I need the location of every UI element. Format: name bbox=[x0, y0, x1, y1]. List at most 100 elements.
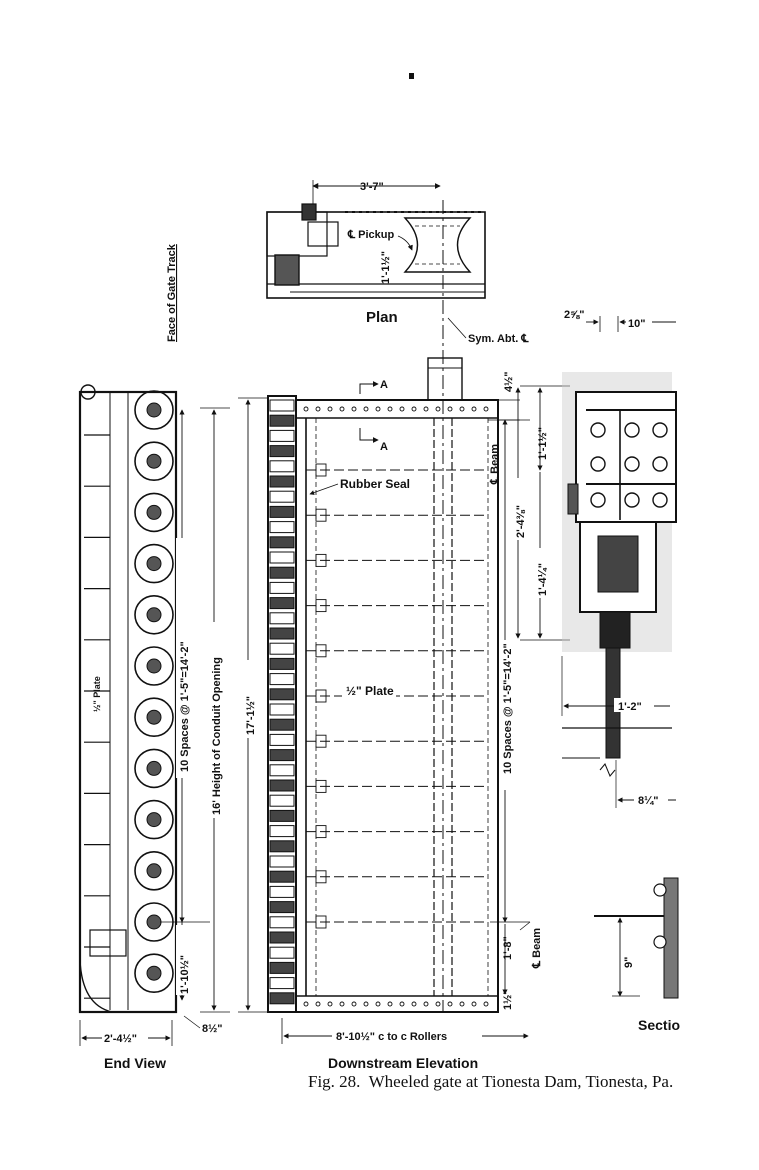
section-bolt bbox=[624, 492, 640, 508]
elevation-top-bolt bbox=[423, 406, 429, 412]
section-mark-bottom: A bbox=[380, 441, 388, 453]
figure-caption: Fig. 28. Wheeled gate at Tionesta Dam, T… bbox=[308, 1072, 748, 1092]
elevation-beam-clip bbox=[315, 644, 327, 658]
section-title: Sectio bbox=[638, 1017, 680, 1033]
elevation-roller-link bbox=[269, 840, 295, 853]
elevation-top-bolt bbox=[315, 406, 321, 412]
elevation-roller-link bbox=[269, 657, 295, 670]
section-bolt bbox=[590, 422, 606, 438]
end-view-plate-note: ½" Plate bbox=[92, 676, 102, 712]
elevation-bottom-bolt bbox=[303, 1001, 309, 1007]
elevation-bottom-bolt bbox=[363, 1001, 369, 1007]
figure-number: Fig. 28. bbox=[308, 1072, 361, 1091]
elevation-dim-4: 1'-8" bbox=[502, 936, 514, 960]
elevation-roller-chain bbox=[269, 399, 295, 1005]
elevation-beam-top: ℄ Beam bbox=[489, 444, 501, 485]
section-bolt bbox=[624, 456, 640, 472]
elevation-roller-link bbox=[269, 764, 295, 777]
elevation-top-bolt bbox=[339, 406, 345, 412]
elevation-roller-link bbox=[269, 429, 295, 442]
end-view-wheel bbox=[134, 953, 174, 994]
elevation-bottom-bolt bbox=[351, 1001, 357, 1007]
elevation-roller-link bbox=[269, 445, 295, 458]
total-height-dim: 17'-1½" bbox=[245, 696, 257, 735]
end-view-wheel-hub bbox=[146, 453, 162, 469]
elevation-roller-link bbox=[269, 779, 295, 792]
section-bolt bbox=[624, 422, 640, 438]
elevation-top-bolt bbox=[447, 406, 453, 412]
elevation-bottom-bolt bbox=[375, 1001, 381, 1007]
end-view-wheel bbox=[134, 697, 174, 738]
elevation-roller-link bbox=[269, 551, 295, 564]
elevation-plate-label: ½" Plate bbox=[346, 684, 394, 698]
elevation-roller-link bbox=[269, 642, 295, 655]
elevation-top-bolt bbox=[387, 406, 393, 412]
section-bolt bbox=[590, 456, 606, 472]
elevation-beam-clip bbox=[315, 734, 327, 748]
plan-width-dim: 3'-7" bbox=[360, 181, 384, 193]
elevation-spacing-dim: 10 Spaces @ 1'-5"=14'-2" bbox=[502, 643, 514, 774]
section-bolts bbox=[590, 422, 668, 508]
section-bolt bbox=[590, 492, 606, 508]
elevation-roller-link bbox=[269, 901, 295, 914]
elevation-top-bolt bbox=[459, 406, 465, 412]
end-view-wheels bbox=[134, 390, 174, 994]
elevation-roller-link bbox=[269, 521, 295, 534]
elevation-bolts bbox=[303, 406, 489, 1007]
end-view-wheel bbox=[134, 594, 174, 635]
elevation-roller-link bbox=[269, 703, 295, 716]
section-dim-e: 9" bbox=[623, 957, 635, 968]
end-view-wheel-hub bbox=[146, 402, 162, 418]
elevation-roller-link bbox=[269, 749, 295, 762]
elevation-roller-link bbox=[269, 673, 295, 686]
elevation-top-bolt bbox=[483, 406, 489, 412]
section-mark-top: A bbox=[380, 379, 388, 391]
end-view-title: End View bbox=[104, 1055, 166, 1071]
elevation-bottom-bolt bbox=[411, 1001, 417, 1007]
elevation-bottom-bolt bbox=[315, 1001, 321, 1007]
downstream-elevation bbox=[267, 357, 499, 1013]
elevation-roller-link bbox=[269, 475, 295, 488]
elevation-top-bolt bbox=[411, 406, 417, 412]
elevation-dim-2: 2'-4⅜" bbox=[515, 505, 527, 538]
plan-view bbox=[266, 180, 486, 299]
elevation-roller-link bbox=[269, 581, 295, 594]
elevation-beam-clip bbox=[315, 508, 327, 522]
elevation-beam-clip bbox=[315, 689, 327, 703]
elevation-roller-link bbox=[269, 490, 295, 503]
elevation-top-bolt bbox=[351, 406, 357, 412]
end-view-ribs bbox=[84, 434, 110, 999]
elevation-roller-link bbox=[269, 961, 295, 974]
elevation-beam-clip bbox=[315, 779, 327, 793]
elevation-roller-link bbox=[269, 916, 295, 929]
elevation-roller-link bbox=[269, 855, 295, 868]
end-view-wheel bbox=[134, 492, 174, 533]
end-view-wheel-hub bbox=[146, 760, 162, 776]
plan-pickup-label: ℄ Pickup bbox=[347, 229, 394, 241]
plan-small-dim: 1'-1½" bbox=[380, 251, 392, 284]
elevation-beams bbox=[306, 463, 488, 929]
elevation-bottom-bolt bbox=[471, 1001, 477, 1007]
elevation-top-bolt bbox=[303, 406, 309, 412]
section-bolt bbox=[652, 456, 668, 472]
end-view-wheel-hub bbox=[146, 863, 162, 879]
elevation-roller-link bbox=[269, 399, 295, 412]
elevation-top-bolt bbox=[363, 406, 369, 412]
section-bolt bbox=[652, 492, 668, 508]
section-dim-b: 10" bbox=[628, 318, 645, 330]
end-view-wheel bbox=[134, 748, 174, 789]
elevation-bottom-bolt bbox=[447, 1001, 453, 1007]
elevation-top-bolt bbox=[327, 406, 333, 412]
elevation-bottom-bolt bbox=[483, 1001, 489, 1007]
elevation-roller-link bbox=[269, 809, 295, 822]
elevation-roller-link bbox=[269, 688, 295, 701]
elevation-beam-clip bbox=[315, 915, 327, 929]
elevation-roller-link bbox=[269, 460, 295, 473]
end-view-wheel-hub bbox=[146, 812, 162, 828]
section-bolt bbox=[652, 422, 668, 438]
elevation-beam-clip bbox=[315, 599, 327, 613]
rollers-dim: 8'-10½" c to c Rollers bbox=[336, 1031, 447, 1043]
end-view-wheel bbox=[134, 441, 174, 482]
figure-caption-text: Wheeled gate at Tionesta Dam, Tionesta, … bbox=[368, 1072, 674, 1091]
elevation-roller-link bbox=[269, 627, 295, 640]
